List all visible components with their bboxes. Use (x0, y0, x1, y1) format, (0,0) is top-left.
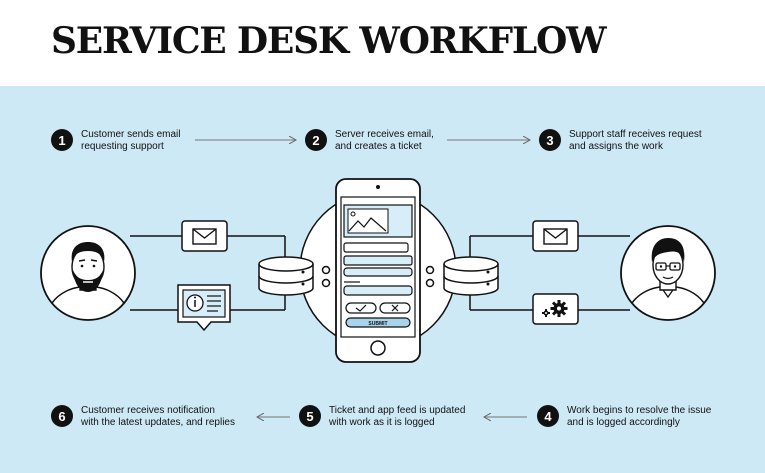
phone-submit-button (345, 317, 411, 328)
step-number-badge: 1 (51, 129, 73, 151)
step-text-line: Server receives email, (335, 129, 434, 140)
page-title: SERVICE DESK WORKFLOW (51, 20, 607, 62)
notification-card-icon (177, 284, 231, 332)
step-text-line: Customer sends email (81, 129, 181, 140)
step-text-line: Ticket and app feed is updated (329, 405, 466, 416)
step-text-line: Support staff receives request (569, 129, 702, 140)
step-number-badge: 6 (51, 405, 73, 427)
step-text-line: with work as it is logged (329, 417, 435, 428)
connector-dots (321, 265, 435, 288)
step-text: Support staff receives request and assig… (569, 129, 729, 153)
step-text-line: requesting support (81, 141, 164, 152)
step-6: 6 Customer receives notification with th… (51, 405, 241, 429)
step-3: 3 Support staff receives request and ass… (539, 129, 729, 153)
database-server-icon-right (443, 256, 499, 296)
step-2: 2 Server receives email, and creates a t… (305, 129, 495, 153)
step-text-line: and is logged accordingly (567, 417, 680, 428)
step-text-line: Work begins to resolve the issue (567, 405, 712, 416)
mobile-phone: SUBMIT (335, 178, 421, 363)
step-text: Server receives email, and creates a tic… (335, 129, 495, 153)
step-text: Customer sends email requesting support (81, 129, 241, 153)
phone-confirm-button (345, 302, 377, 314)
step-text-line: Customer receives notification (81, 405, 215, 416)
gear-icon (532, 293, 579, 325)
step-5: 5 Ticket and app feed is updated with wo… (299, 405, 489, 429)
step-4: 4 Work begins to resolve the issue and i… (537, 405, 727, 429)
step-text-line: with the latest updates, and replies (81, 417, 235, 428)
step-text-line: and creates a ticket (335, 141, 422, 152)
step-text: Customer receives notification with the … (81, 405, 241, 429)
envelope-icon (181, 220, 228, 252)
step-number-badge: 2 (305, 129, 327, 151)
support-staff-avatar-icon (620, 225, 716, 321)
step-number-badge: 4 (537, 405, 559, 427)
step-text: Work begins to resolve the issue and is … (567, 405, 727, 429)
step-number-badge: 3 (539, 129, 561, 151)
step-text: Ticket and app feed is updated with work… (329, 405, 489, 429)
step-number-badge: 5 (299, 405, 321, 427)
step-text-line: and assigns the work (569, 141, 663, 152)
database-server-icon (258, 256, 314, 296)
step-1: 1 Customer sends email requesting suppor… (51, 129, 241, 153)
envelope-icon-right (532, 220, 579, 252)
customer-avatar-icon (40, 225, 136, 321)
phone-submit-label: SUBMIT (368, 321, 387, 327)
header: SERVICE DESK WORKFLOW (0, 0, 765, 86)
